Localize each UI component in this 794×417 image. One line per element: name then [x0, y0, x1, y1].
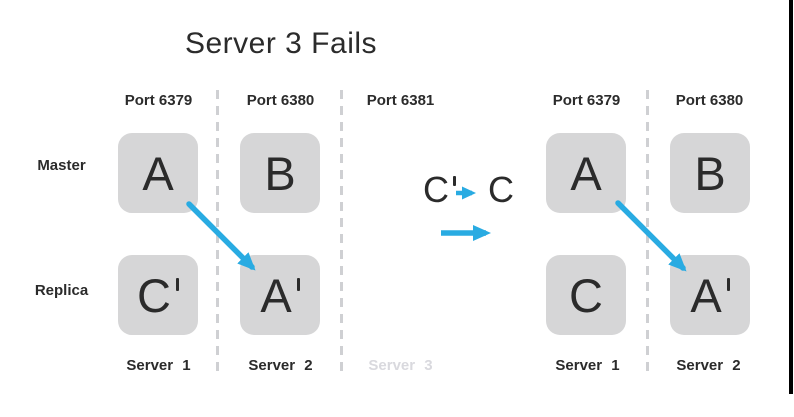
replication-arrow-left-a-to-a-prime: [186, 201, 256, 271]
node-box-right-replica-c: C: [546, 255, 626, 335]
window-right-border: [789, 0, 793, 394]
row-label-master: Master: [37, 157, 86, 174]
row-label-replica: Replica: [34, 282, 89, 299]
port-label-right-6379: Port 6379: [552, 92, 621, 109]
node-box-right-replica-a-prime: A: [670, 255, 750, 335]
prime-mark: [726, 277, 731, 291]
prime-mark: [296, 277, 301, 291]
column-divider-left-2: [340, 90, 343, 374]
node-letter: A: [260, 272, 301, 319]
column-divider-right-1: [646, 90, 649, 374]
node-letter: C: [569, 268, 603, 322]
node-letter: A: [690, 272, 731, 319]
server-label-right-2: Server 2: [676, 357, 741, 374]
server-label-right-1: Server 1: [555, 357, 620, 374]
node-box-right-master-b: B: [670, 133, 750, 213]
node-box-left-replica-a-prime: A: [240, 255, 320, 335]
node-box-left-master-a: A: [118, 133, 198, 213]
node-letter: C: [137, 272, 180, 319]
node-letter: B: [264, 146, 296, 200]
port-label-left-6381: Port 6381: [366, 92, 435, 109]
node-letter: A: [142, 146, 174, 200]
node-letter: A: [570, 146, 602, 200]
column-divider-left-1: [216, 90, 219, 374]
node-letter: B: [694, 146, 726, 200]
server-label-left-2: Server 2: [248, 357, 313, 374]
node-box-right-master-a: A: [546, 133, 626, 213]
transition-to-letter: C: [488, 169, 514, 210]
port-label-left-6380: Port 6380: [246, 92, 315, 109]
diagram-title: Server 3 Fails: [184, 27, 378, 60]
port-label-left-6379: Port 6379: [124, 92, 193, 109]
node-box-left-master-b: B: [240, 133, 320, 213]
prime-mark: [453, 176, 456, 186]
transition-from-letter: C: [423, 172, 456, 208]
server-label-left-3-failed: Server 3: [368, 357, 433, 374]
server-label-left-1: Server 1: [126, 357, 191, 374]
transition-to-label: C: [488, 172, 514, 208]
prime-mark: [175, 277, 180, 291]
transition-from-label: C: [423, 172, 456, 208]
node-box-left-replica-c-prime: C: [118, 255, 198, 335]
port-label-right-6380: Port 6380: [675, 92, 744, 109]
